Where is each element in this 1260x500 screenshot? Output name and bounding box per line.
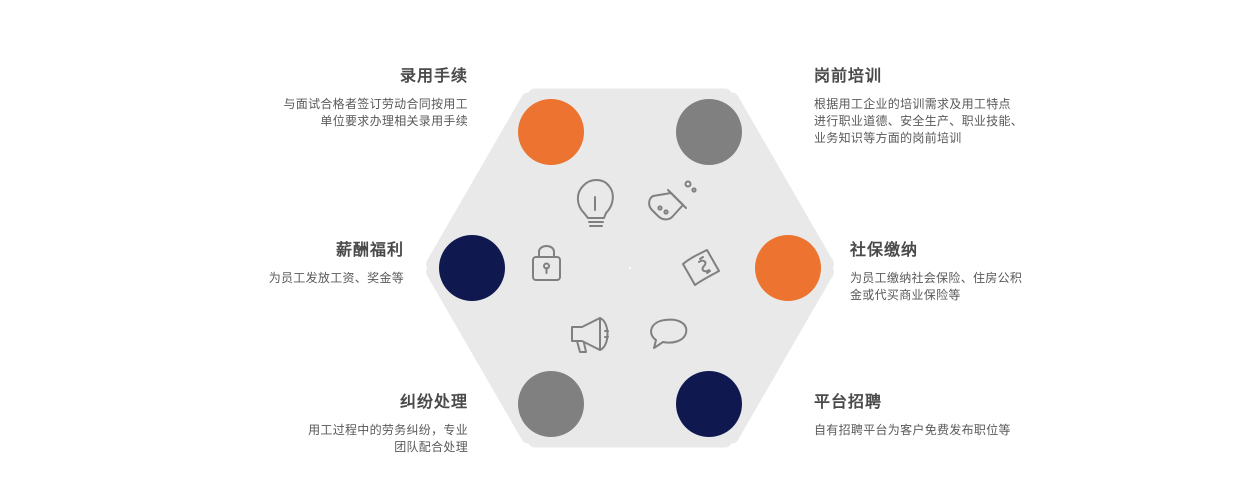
- segment-luyong: 录用手续 与面试合格者签订劳动合同按用工单位要求办理相关录用手续: [238, 62, 468, 130]
- segment-description: 用工过程中的劳务纠纷，专业团队配合处理: [308, 423, 468, 454]
- segment-title: 社保缴纳: [850, 240, 919, 259]
- segment-description: 自有招聘平台为客户免费发布职位等: [814, 423, 1011, 437]
- segment-description: 为员工缴纳社会保险、住房公积金或代买商业保险等: [850, 271, 1023, 302]
- hexagon-panel-shebao: [629, 265, 834, 444]
- money-icon: [682, 249, 720, 286]
- segment-circles: [439, 99, 821, 437]
- segment-title: 薪酬福利: [335, 240, 404, 259]
- lightbulb-icon: [576, 179, 614, 227]
- circle-shebao: [755, 235, 821, 301]
- segment-title: 平台招聘: [814, 392, 883, 411]
- segment-description: 为员工发放工资、奖金等: [268, 271, 404, 285]
- segment-title: 录用手续: [399, 66, 468, 85]
- hexagon-panels: [426, 88, 834, 448]
- padlock-icon: [532, 245, 561, 281]
- segment-gangqian: 岗前培训 根据用工企业的培训需求及用工特点进行职业道德、安全生产、职业技能、业务…: [814, 62, 1054, 147]
- segment-jiufen: 纠纷处理 用工过程中的劳务纠纷，专业团队配合处理: [238, 388, 468, 456]
- hexagon-panel-gangqian: [629, 92, 834, 271]
- flask-icon: [648, 180, 697, 221]
- segment-icons: [532, 179, 720, 353]
- segment-description: 与面试合格者签订劳动合同按用工单位要求办理相关录用手续: [283, 97, 468, 128]
- segment-title: 岗前培训: [814, 66, 883, 85]
- segment-shebao: 社保缴纳 为员工缴纳社会保险、住房公积金或代买商业保险等: [850, 236, 1070, 304]
- segment-xinchou: 薪酬福利 为员工发放工资、奖金等: [174, 236, 404, 287]
- circle-zhaopin: [676, 371, 742, 437]
- circle-gangqian: [676, 99, 742, 165]
- segment-description: 根据用工企业的培训需求及用工特点进行职业道德、安全生产、职业技能、业务知识等方面…: [814, 97, 1024, 145]
- circle-xinchou: [439, 235, 505, 301]
- segment-title: 纠纷处理: [399, 392, 468, 411]
- circle-jiufen: [518, 371, 584, 437]
- megaphone-icon: [571, 317, 609, 353]
- chat-bubble-icon: [650, 318, 688, 349]
- segment-zhaopin: 平台招聘 自有招聘平台为客户免费发布职位等: [814, 388, 1074, 439]
- hexagon-panel-jiufen: [426, 265, 631, 444]
- hexagon-panel-xinchou: [426, 92, 631, 271]
- circle-luyong: [518, 99, 584, 165]
